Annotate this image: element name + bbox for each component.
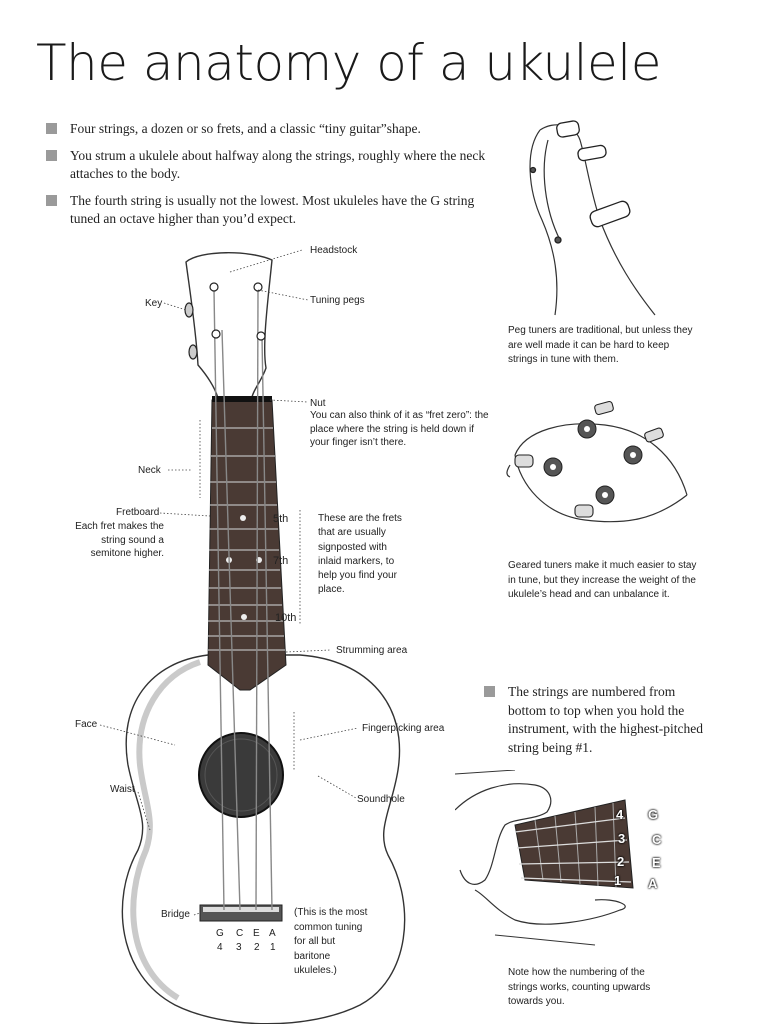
hand-string-note: C: [652, 832, 662, 847]
hand-string-number: 3: [618, 831, 626, 846]
string-number-1: 1: [270, 942, 276, 953]
label-fret-10: 10th: [275, 612, 297, 624]
nut: [212, 396, 272, 402]
bullet-text: The fourth string is usually not the low…: [70, 193, 475, 226]
hand-string-note: A: [648, 876, 658, 891]
bullet-square-icon: [46, 123, 57, 134]
tuning-note-a: A: [269, 928, 276, 939]
label-fretboard: Fretboard: [116, 507, 160, 518]
hand-string-note: E: [652, 855, 661, 870]
label-headstock: Headstock: [310, 245, 358, 256]
nut-description: You can also think of it as “fret zero”:…: [310, 410, 489, 448]
bullet-item: You strum a ukulele about halfway along …: [46, 147, 486, 183]
fret-marker: [241, 614, 247, 620]
leader-lines: [99, 249, 359, 916]
label-face: Face: [75, 719, 98, 730]
label-nut: Nut: [310, 398, 326, 409]
label-fret-5: 5th: [273, 513, 289, 525]
string-number-2: 2: [254, 942, 260, 953]
page-title: The anatomy of a ukulele: [36, 34, 661, 92]
bullet-item: The fourth string is usually not the low…: [46, 192, 486, 228]
tuning-note: (This is the most common tuning for all …: [294, 907, 368, 976]
label-key: Key: [145, 298, 163, 309]
tuning-pegs: [184, 282, 266, 360]
bullet-item: Four strings, a dozen or so frets, and a…: [46, 120, 486, 138]
tuning-note-g: G: [216, 928, 224, 939]
bullet-square-icon: [46, 195, 57, 206]
peg-tuner-illustration: [529, 120, 656, 316]
hand-string-note: G: [648, 807, 659, 822]
headstock-shape: [185, 252, 273, 399]
fret-marker: [240, 515, 246, 521]
bullet-text: Four strings, a dozen or so frets, and a…: [70, 121, 421, 136]
bullet-text: You strum a ukulele about halfway along …: [70, 148, 486, 181]
label-waist: Waist: [110, 784, 135, 795]
geared-tuner-illustration: [506, 400, 688, 523]
bullet-square-icon: [484, 686, 495, 697]
hand-string-number: 1: [614, 873, 622, 888]
bullet-text: The strings are numbered from bottom to …: [508, 684, 703, 755]
hand-string-number: 4: [616, 807, 624, 822]
markers-note: These are the frets that are usually sig…: [318, 513, 402, 596]
label-fingerpicking-area: Fingerpicking area: [362, 723, 445, 734]
label-soundhole: Soundhole: [357, 794, 405, 805]
label-neck: Neck: [138, 465, 161, 476]
label-strumming-area: Strumming area: [336, 645, 408, 656]
soundhole: [198, 732, 284, 818]
peg-tuners-caption: Peg tuners are traditional, but unless t…: [508, 325, 693, 365]
label-tuning-pegs: Tuning pegs: [310, 295, 365, 306]
label-fret-7: 7th: [273, 555, 289, 567]
hand-neck-illustration: [455, 770, 634, 946]
bullet-square-icon: [46, 150, 57, 161]
hand-string-number: 2: [617, 854, 625, 869]
fretboard-description: Each fret makes the string sound a semit…: [75, 521, 164, 559]
numbering-caption: Note how the numbering of the strings wo…: [508, 967, 651, 1007]
geared-tuners-caption: Geared tuners make it much easier to sta…: [508, 560, 697, 600]
tuning-note-e: E: [253, 928, 260, 939]
string-number-3: 3: [236, 942, 242, 953]
label-bridge: Bridge: [161, 909, 190, 920]
string-number-4: 4: [217, 942, 223, 953]
tuning-note-c: C: [236, 928, 244, 939]
strings: [213, 289, 273, 911]
strings-bullet: The strings are numbered from bottom to …: [484, 683, 714, 757]
